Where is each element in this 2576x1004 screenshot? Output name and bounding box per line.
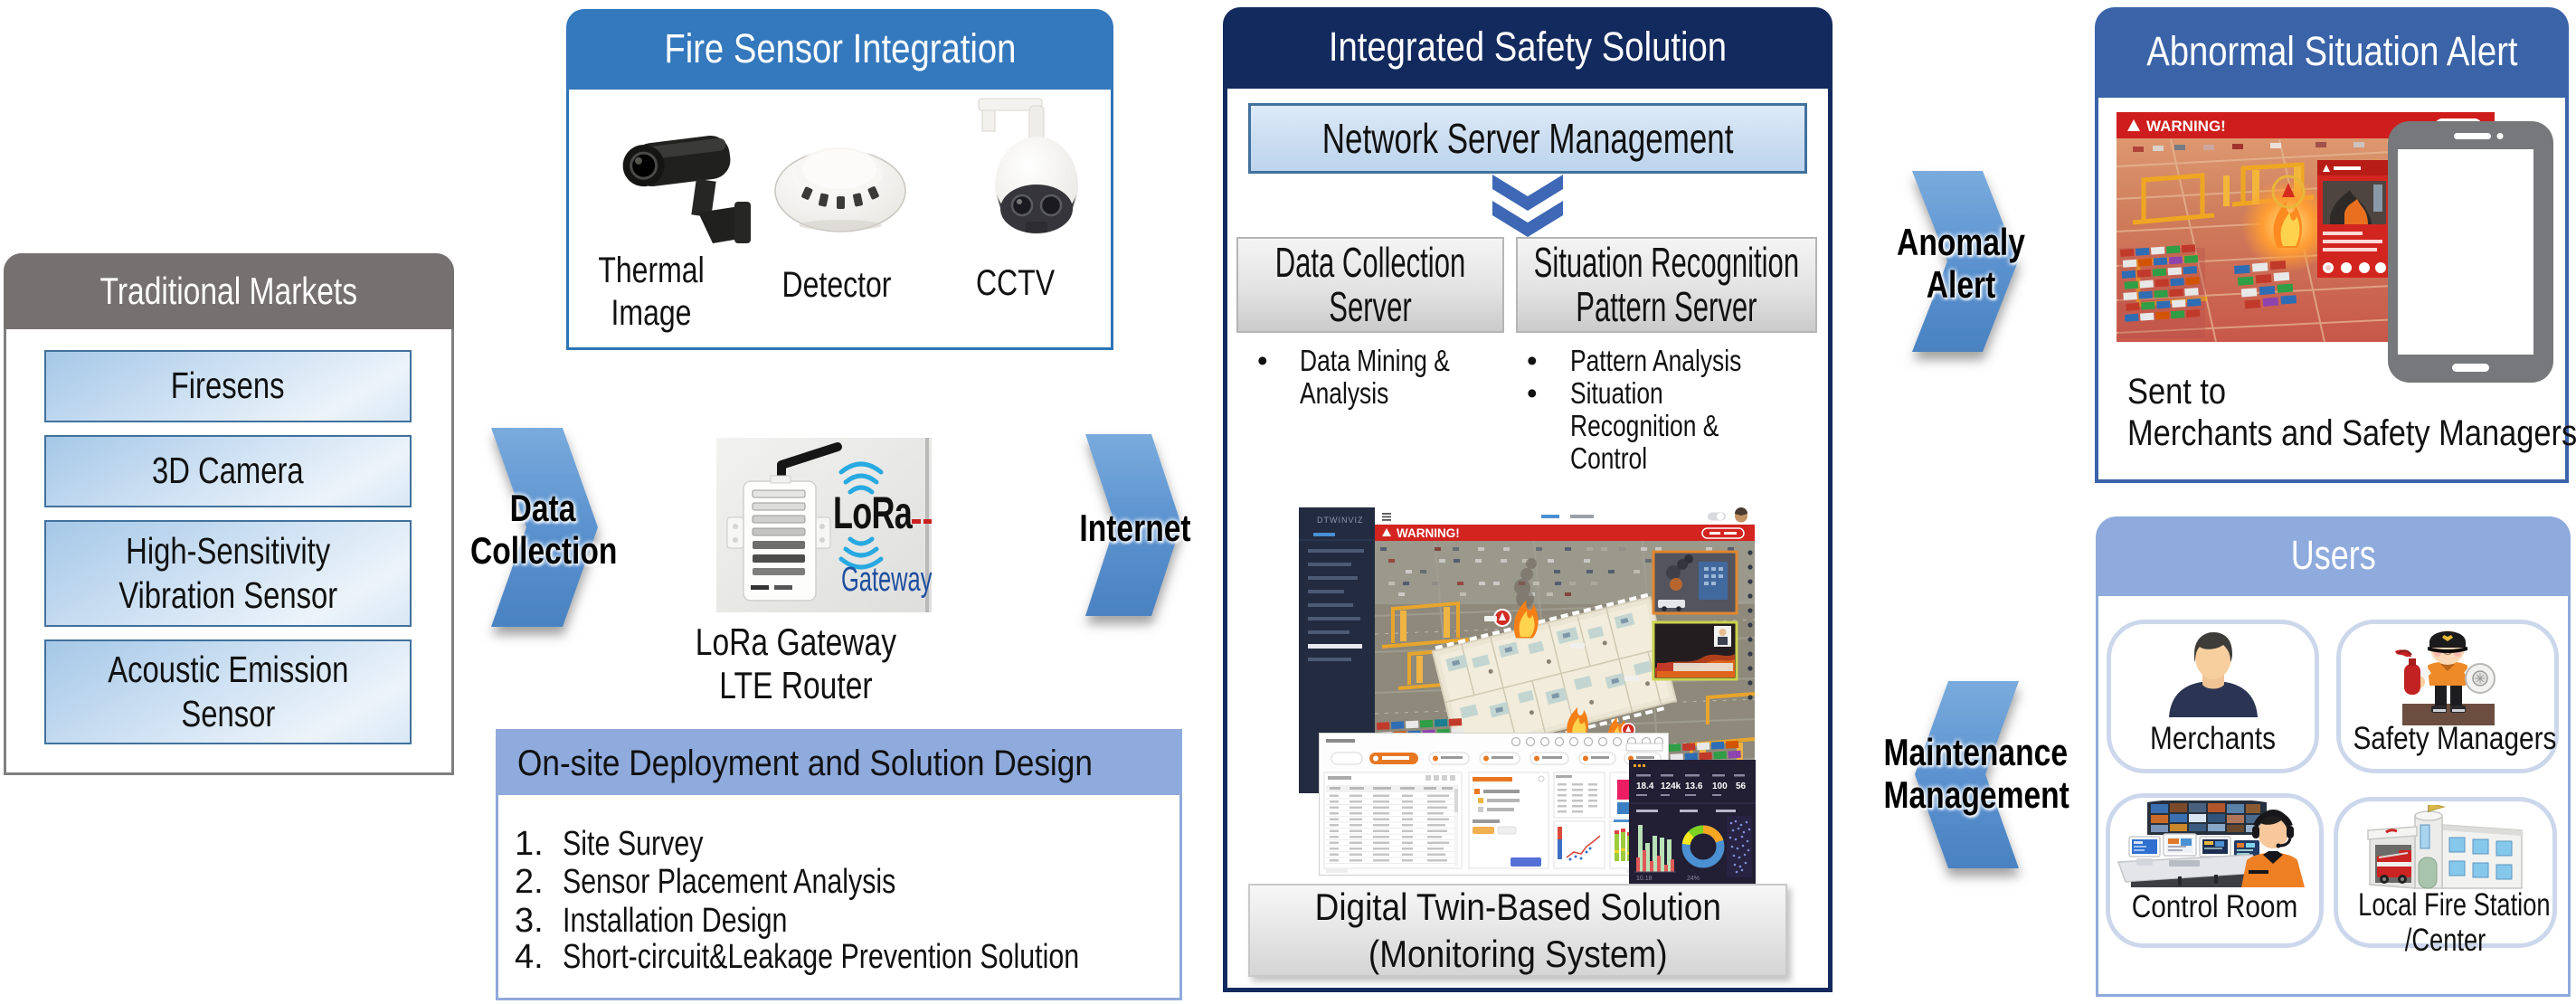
- svg-text:56: 56: [1736, 781, 1747, 791]
- svg-text:LoRa: LoRa: [833, 488, 913, 538]
- svg-text:100: 100: [1712, 781, 1728, 791]
- svg-text:Gateway: Gateway: [841, 560, 933, 598]
- svg-text:WARNING!: WARNING!: [2146, 118, 2226, 135]
- svg-text:13.6: 13.6: [1685, 781, 1703, 791]
- svg-text:18.4: 18.4: [1636, 781, 1654, 791]
- svg-text:124k: 124k: [1661, 781, 1681, 791]
- svg-text:DTWINVIZ: DTWINVIZ: [1317, 516, 1364, 525]
- svg-text:24%: 24%: [1687, 876, 1700, 882]
- svg-text:10.18: 10.18: [1636, 876, 1653, 882]
- svg-text:WARNING!: WARNING!: [1397, 526, 1460, 540]
